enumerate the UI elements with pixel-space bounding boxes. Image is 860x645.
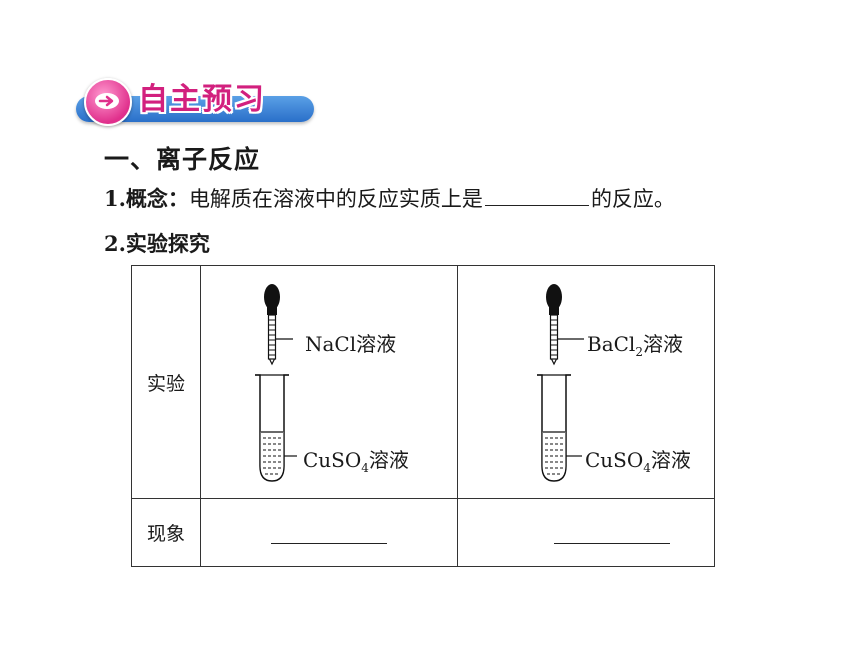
concept-label: 1.概念： xyxy=(104,186,189,211)
phenomenon-blank-1[interactable] xyxy=(271,543,387,544)
experiment-table: 实验 xyxy=(131,265,715,567)
phenomenon-cell-2 xyxy=(457,498,715,567)
concept-line: 1.概念：电解质在溶液中的反应实质上是 的反应。 xyxy=(104,183,675,213)
dropper-tube-apparatus xyxy=(255,284,297,482)
arrow-right-icon xyxy=(95,93,119,109)
dropper-tube-apparatus xyxy=(537,284,584,482)
concept-text-after: 的反应。 xyxy=(590,187,675,211)
tube-label: CuSO4溶液 xyxy=(303,448,409,475)
table-row-phenomenon: 现象 xyxy=(131,498,715,567)
section-banner: 自主预习 xyxy=(76,74,316,126)
concept-text-before: 电解质在溶液中的反应实质上是 xyxy=(188,187,483,211)
row-label-experiment: 实验 xyxy=(131,265,201,499)
concept-blank[interactable] xyxy=(484,187,589,206)
experiment-cell-1: NaCl溶液 CuSO4溶液 xyxy=(200,265,458,499)
section-heading: 一、离子反应 xyxy=(104,145,261,174)
dropper-label: BaCl2溶液 xyxy=(587,332,683,359)
explore-heading: 2.实验探究 xyxy=(104,231,210,256)
row-label-phenomenon: 现象 xyxy=(131,498,201,567)
table-row-experiment: 实验 xyxy=(131,265,715,499)
dropper-label: NaCl溶液 xyxy=(305,332,397,356)
experiment-cell-2: BaCl2溶液 CuSO4溶液 xyxy=(457,265,715,499)
banner-title: 自主预习 xyxy=(138,82,266,117)
phenomenon-blank-2[interactable] xyxy=(554,543,670,544)
tube-label: CuSO4溶液 xyxy=(585,448,691,475)
phenomenon-cell-1 xyxy=(200,498,458,567)
